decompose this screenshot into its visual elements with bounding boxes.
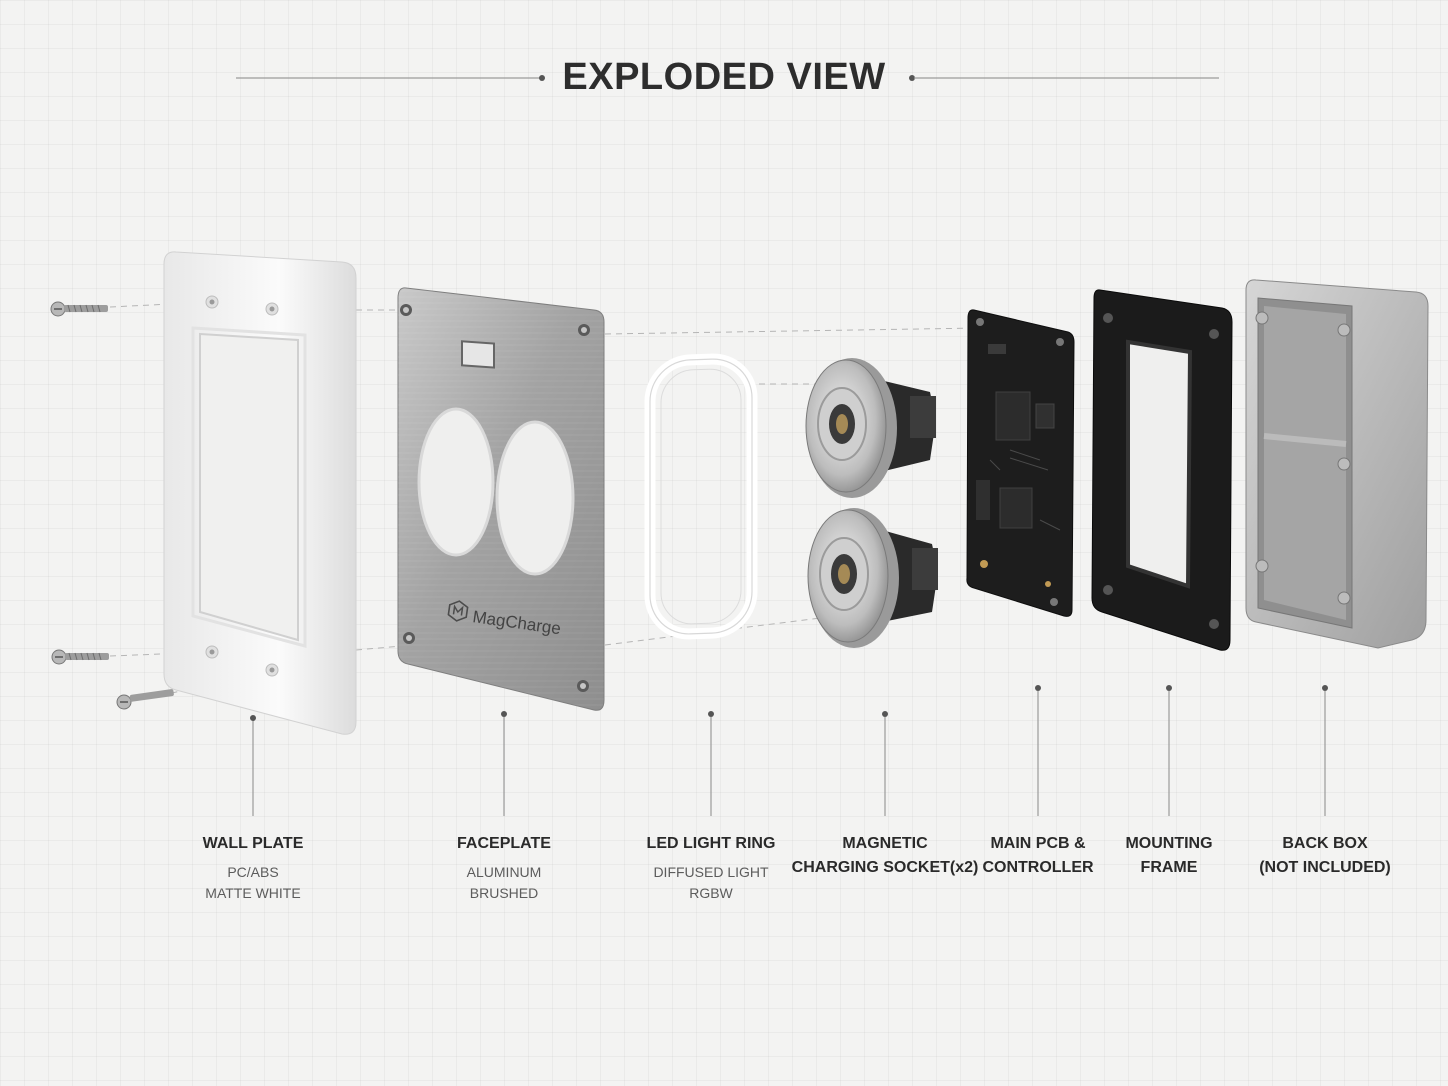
component-name: WALL PLATE [202, 835, 304, 852]
magcharge-logo-icon [447, 600, 469, 622]
wall-plate [163, 251, 357, 735]
component-spec: DIFFUSED LIGHT RGBW [611, 862, 811, 904]
component-name-line2: CHARGING SOCKET(x2) [791, 859, 979, 876]
charging-socket [807, 508, 938, 648]
screw-icon [51, 649, 109, 665]
component-spec: ALUMINUM BRUSHED [404, 862, 604, 904]
main-pcb [966, 309, 1075, 617]
component-spec: PC/ABS MATTE WHITE [153, 862, 353, 904]
leader-dot [1322, 685, 1328, 691]
leader-dot [501, 711, 507, 717]
component-spec-line: PC/ABS [227, 864, 279, 880]
title-rule-left [236, 75, 545, 81]
component-label: WALL PLATE PC/ABS MATTE WHITE [153, 832, 353, 904]
component-label: MAIN PCB & CONTROLLER [938, 832, 1138, 880]
component-label: FACEPLATE ALUMINUM BRUSHED [404, 832, 604, 904]
component-name: MAGNETIC [842, 835, 928, 852]
component-label: BACK BOX (NOT INCLUDED) [1225, 832, 1425, 880]
page-title: EXPLODED VIEW [562, 56, 886, 98]
leader-dot [1035, 685, 1041, 691]
component-label: MAGNETIC CHARGING SOCKET(x2) [785, 832, 985, 880]
leader-dot [250, 715, 256, 721]
component-name-line2: (NOT INCLUDED) [1259, 859, 1391, 876]
led-light-ring [644, 353, 758, 640]
component-name: BACK BOX [1282, 835, 1368, 852]
component-name: MOUNTING [1125, 835, 1213, 852]
component-spec-line: RGBW [689, 885, 733, 901]
component-spec-line: ALUMINUM [466, 864, 542, 880]
component-label: LED LIGHT RING DIFFUSED LIGHT RGBW [611, 832, 811, 904]
leader-dot [708, 711, 714, 717]
leader-lines [250, 685, 1328, 816]
component-name: MAIN PCB & [990, 835, 1086, 852]
component-spec-line: DIFFUSED LIGHT [653, 864, 769, 880]
component-spec-line: BRUSHED [469, 885, 539, 901]
component-name: LED LIGHT RING [646, 835, 776, 852]
screw-icon [50, 301, 108, 317]
screw-icon [116, 689, 174, 710]
component-label: MOUNTING FRAME [1069, 832, 1269, 880]
back-box [1245, 279, 1429, 649]
leader-dot [1166, 685, 1172, 691]
component-name: FACEPLATE [457, 835, 551, 852]
title-rule-right [909, 75, 1219, 81]
charging-socket [805, 358, 936, 498]
component-spec-line: MATTE WHITE [205, 885, 301, 901]
mounting-frame [1091, 289, 1233, 651]
component-name-line2: FRAME [1140, 859, 1198, 876]
faceplate: MagCharge [397, 287, 605, 711]
leader-dot [882, 711, 888, 717]
component-name-line2: CONTROLLER [982, 859, 1094, 876]
